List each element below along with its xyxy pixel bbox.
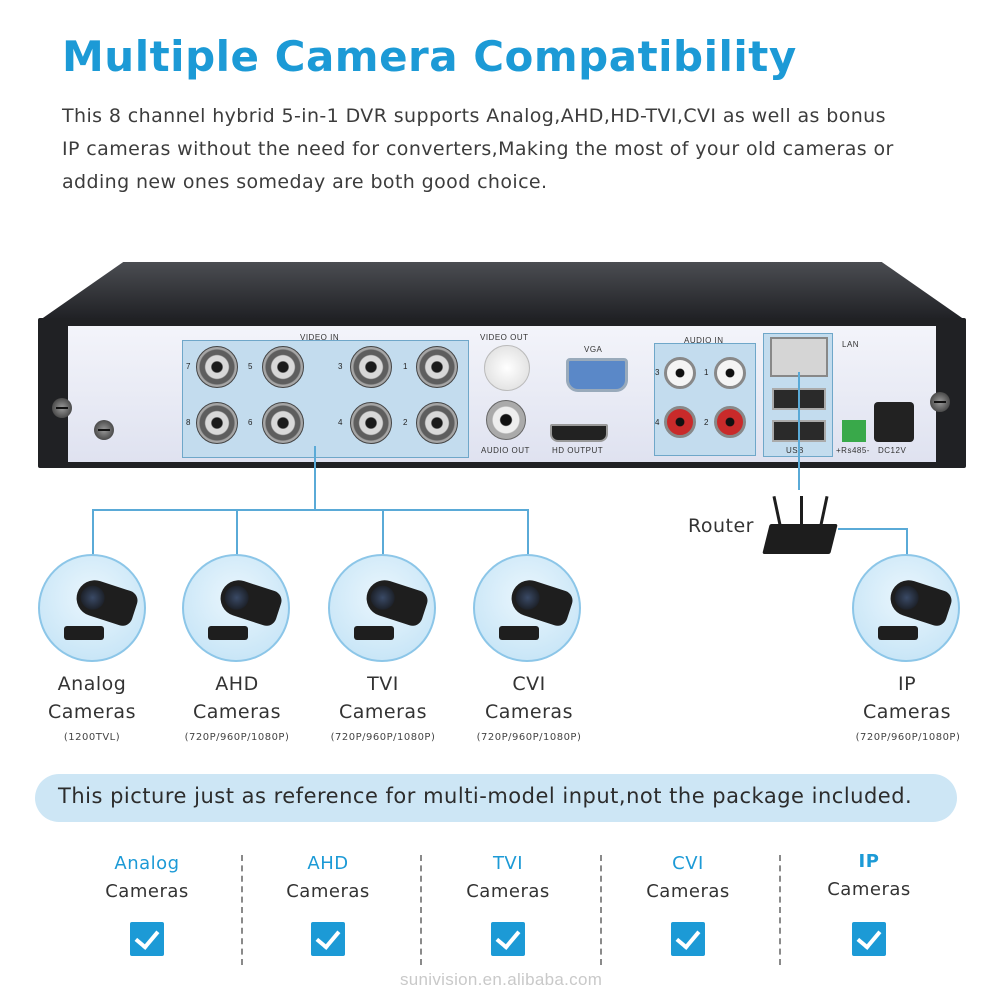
camera-label-analog: Analog Cameras — [48, 673, 136, 723]
audio-channel-label: 4 — [655, 418, 660, 427]
description-line-2: IP cameras without the need for converte… — [62, 138, 894, 160]
video-in-label: VIDEO IN — [300, 333, 340, 342]
cvi-camera-icon — [473, 554, 581, 662]
description-line-1: This 8 channel hybrid 5-in-1 DVR support… — [62, 105, 886, 127]
screw-icon — [930, 392, 950, 412]
power-port-icon — [874, 402, 914, 442]
connector-line — [382, 509, 384, 557]
usb-label: USB — [786, 446, 804, 455]
connector-line — [906, 528, 908, 556]
ground-screw-icon — [94, 420, 114, 440]
vga-label: VGA — [584, 345, 603, 354]
connector-line — [314, 446, 316, 510]
bnc-connector-icon — [350, 402, 392, 444]
watermark: sunivision.en.alibaba.com — [400, 970, 603, 989]
bnc-connector-icon — [350, 346, 392, 388]
divider — [600, 855, 602, 965]
connector-line — [92, 509, 94, 557]
bnc-connector-icon — [262, 402, 304, 444]
checkmark-icon — [491, 922, 525, 956]
note-banner — [35, 774, 957, 822]
compat-tvi: TVI Cameras — [466, 853, 550, 902]
checkmark-icon — [130, 922, 164, 956]
channel-label: 6 — [248, 418, 253, 427]
connector-line — [838, 528, 908, 530]
camera-res-ip: (720P/960P/1080P) — [855, 732, 961, 743]
camera-res-tvi: (720P/960P/1080P) — [330, 732, 436, 743]
hdmi-port-icon — [550, 424, 608, 442]
tvi-camera-icon — [328, 554, 436, 662]
lan-label: LAN — [842, 340, 860, 349]
note-text: This picture just as reference for multi… — [58, 784, 913, 808]
dvr-top-cover — [40, 262, 965, 320]
video-out-label: VIDEO OUT — [480, 333, 529, 342]
checkmark-icon — [311, 922, 345, 956]
compat-ahd: AHD Cameras — [286, 853, 370, 902]
divider — [779, 855, 781, 965]
connector-line — [798, 372, 800, 490]
video-out-port-icon — [484, 345, 530, 391]
ip-camera-icon — [852, 554, 960, 662]
channel-label: 8 — [186, 418, 191, 427]
analog-camera-icon — [38, 554, 146, 662]
compat-cvi: CVI Cameras — [646, 853, 730, 902]
rca-red-icon — [714, 406, 746, 438]
channel-label: 4 — [338, 418, 343, 427]
vga-port-icon — [566, 358, 628, 392]
audio-out-port-icon — [486, 400, 526, 440]
compat-ip: IP Cameras — [827, 851, 911, 900]
channel-label: 7 — [186, 362, 191, 371]
rca-white-icon — [714, 357, 746, 389]
channel-label: 3 — [338, 362, 343, 371]
camera-res-ahd: (720P/960P/1080P) — [184, 732, 290, 743]
screw-icon — [52, 398, 72, 418]
rs485-label: +Rs485- — [836, 446, 870, 455]
dc-label: DC12V — [878, 446, 907, 455]
rs485-terminal-icon — [842, 420, 866, 442]
hd-output-label: HD OUTPUT — [552, 446, 604, 455]
channel-label: 1 — [403, 362, 408, 371]
channel-label: 5 — [248, 362, 253, 371]
bnc-connector-icon — [196, 346, 238, 388]
bnc-connector-icon — [262, 346, 304, 388]
checkmark-icon — [852, 922, 886, 956]
bnc-connector-icon — [196, 402, 238, 444]
checkmark-icon — [671, 922, 705, 956]
router-label: Router — [688, 515, 754, 537]
camera-label-cvi: CVI Cameras — [485, 673, 573, 723]
connector-line — [92, 509, 529, 511]
ahd-camera-icon — [182, 554, 290, 662]
camera-res-cvi: (720P/960P/1080P) — [476, 732, 582, 743]
audio-out-label: AUDIO OUT — [481, 446, 530, 455]
description-line-3: adding new ones someday are both good ch… — [62, 171, 548, 193]
divider — [420, 855, 422, 965]
connector-line — [236, 509, 238, 557]
bnc-connector-icon — [416, 346, 458, 388]
audio-in-label: AUDIO IN — [684, 336, 724, 345]
lan-port-icon — [770, 337, 828, 377]
audio-channel-label: 1 — [704, 368, 709, 377]
camera-label-tvi: TVI Cameras — [339, 673, 427, 723]
description: This 8 channel hybrid 5-in-1 DVR support… — [62, 100, 942, 199]
camera-res-analog: (1200TVL) — [63, 732, 121, 743]
divider — [241, 855, 243, 965]
connector-line — [527, 509, 529, 557]
audio-channel-label: 3 — [655, 368, 660, 377]
compat-analog: Analog Cameras — [105, 853, 189, 902]
page-title: Multiple Camera Compatibility — [62, 32, 797, 81]
camera-label-ahd: AHD Cameras — [193, 673, 281, 723]
rca-white-icon — [664, 357, 696, 389]
bnc-connector-icon — [416, 402, 458, 444]
camera-label-ip: IP Cameras — [863, 673, 951, 723]
audio-channel-label: 2 — [704, 418, 709, 427]
channel-label: 2 — [403, 418, 408, 427]
rca-red-icon — [664, 406, 696, 438]
